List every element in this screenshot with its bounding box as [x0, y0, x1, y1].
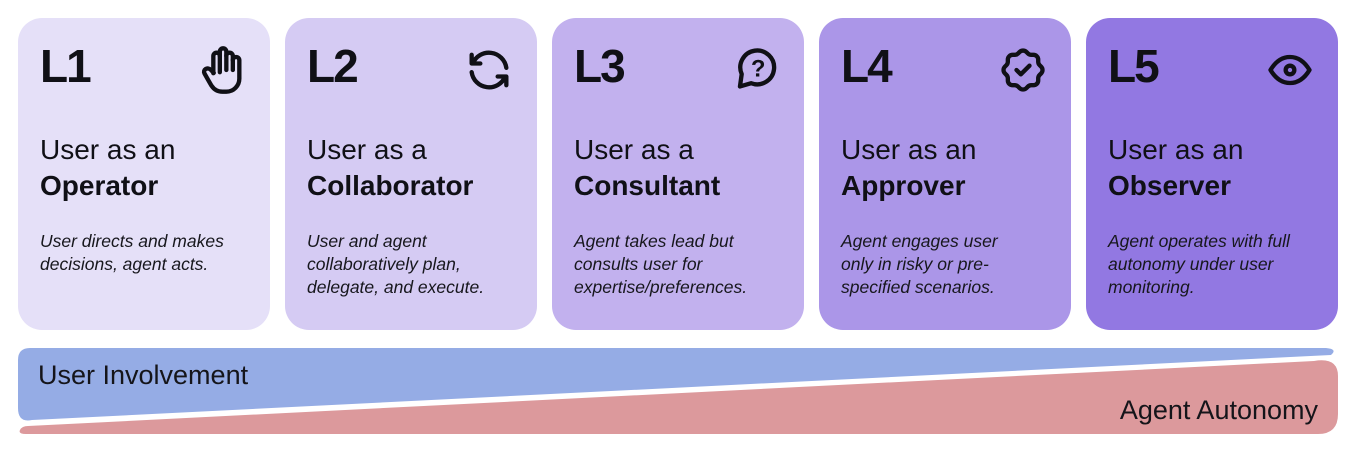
autonomy-spectrum: User Involvement Agent Autonomy — [18, 348, 1338, 440]
card-title: User as an Approver — [841, 132, 1049, 205]
level-label: L3 — [574, 40, 626, 92]
level-card-l3: L3 ? User as a Consultant Agent takes le… — [552, 18, 804, 330]
card-role: Approver — [841, 170, 966, 202]
level-card-l1: L1 User as an Operator User directs and … — [18, 18, 270, 330]
user-involvement-wedge — [18, 348, 1334, 421]
card-description: User and agent collaboratively plan, del… — [307, 230, 485, 297]
card-role: Collaborator — [307, 170, 474, 202]
card-title-prefix: User as a — [574, 134, 694, 165]
card-title-prefix: User as an — [841, 134, 977, 165]
card-title: User as an Operator — [40, 132, 248, 205]
spectrum-wedges — [18, 348, 1338, 434]
card-header: L5 — [1108, 42, 1316, 96]
card-title-prefix: User as an — [1108, 134, 1244, 165]
card-title: User as a Collaborator — [307, 132, 515, 205]
sync-arrows-icon — [463, 44, 515, 96]
card-title: User as an Observer — [1108, 132, 1316, 205]
cards-row: L1 User as an Operator User directs and … — [18, 18, 1338, 330]
card-title: User as a Consultant — [574, 132, 782, 205]
card-role: Operator — [40, 170, 159, 202]
badge-check-icon — [997, 44, 1049, 96]
card-header: L1 — [40, 42, 248, 96]
level-label: L1 — [40, 40, 92, 92]
level-label: L5 — [1108, 40, 1160, 92]
card-description: User directs and makes decisions, agent … — [40, 230, 224, 274]
card-title-prefix: User as an — [40, 134, 176, 165]
eye-icon — [1264, 44, 1316, 96]
card-header: L4 — [841, 42, 1049, 96]
level-card-l2: L2 User as a Collaborator User and agent… — [285, 18, 537, 330]
card-title-prefix: User as a — [307, 134, 427, 165]
level-label: L2 — [307, 40, 359, 92]
question-chat-icon: ? — [730, 44, 782, 96]
card-description: Agent operates with full autonomy under … — [1108, 230, 1290, 297]
card-header: L3 ? — [574, 42, 782, 96]
card-description: Agent engages user only in risky or pre-… — [841, 230, 998, 297]
card-header: L2 — [307, 42, 515, 96]
card-description: Agent takes lead but consults user for e… — [574, 230, 748, 297]
card-role: Consultant — [574, 170, 721, 202]
user-involvement-label: User Involvement — [38, 360, 249, 390]
svg-text:?: ? — [751, 56, 766, 83]
card-role: Observer — [1108, 170, 1231, 202]
agent-autonomy-wedge — [19, 360, 1338, 434]
level-label: L4 — [841, 40, 893, 92]
level-card-l5: L5 User as an Observer Agent operates wi… — [1086, 18, 1338, 330]
level-card-l4: L4 User as an Approver Agent engages use… — [819, 18, 1071, 330]
agent-autonomy-label: Agent Autonomy — [1119, 395, 1318, 425]
hand-icon — [196, 44, 248, 96]
